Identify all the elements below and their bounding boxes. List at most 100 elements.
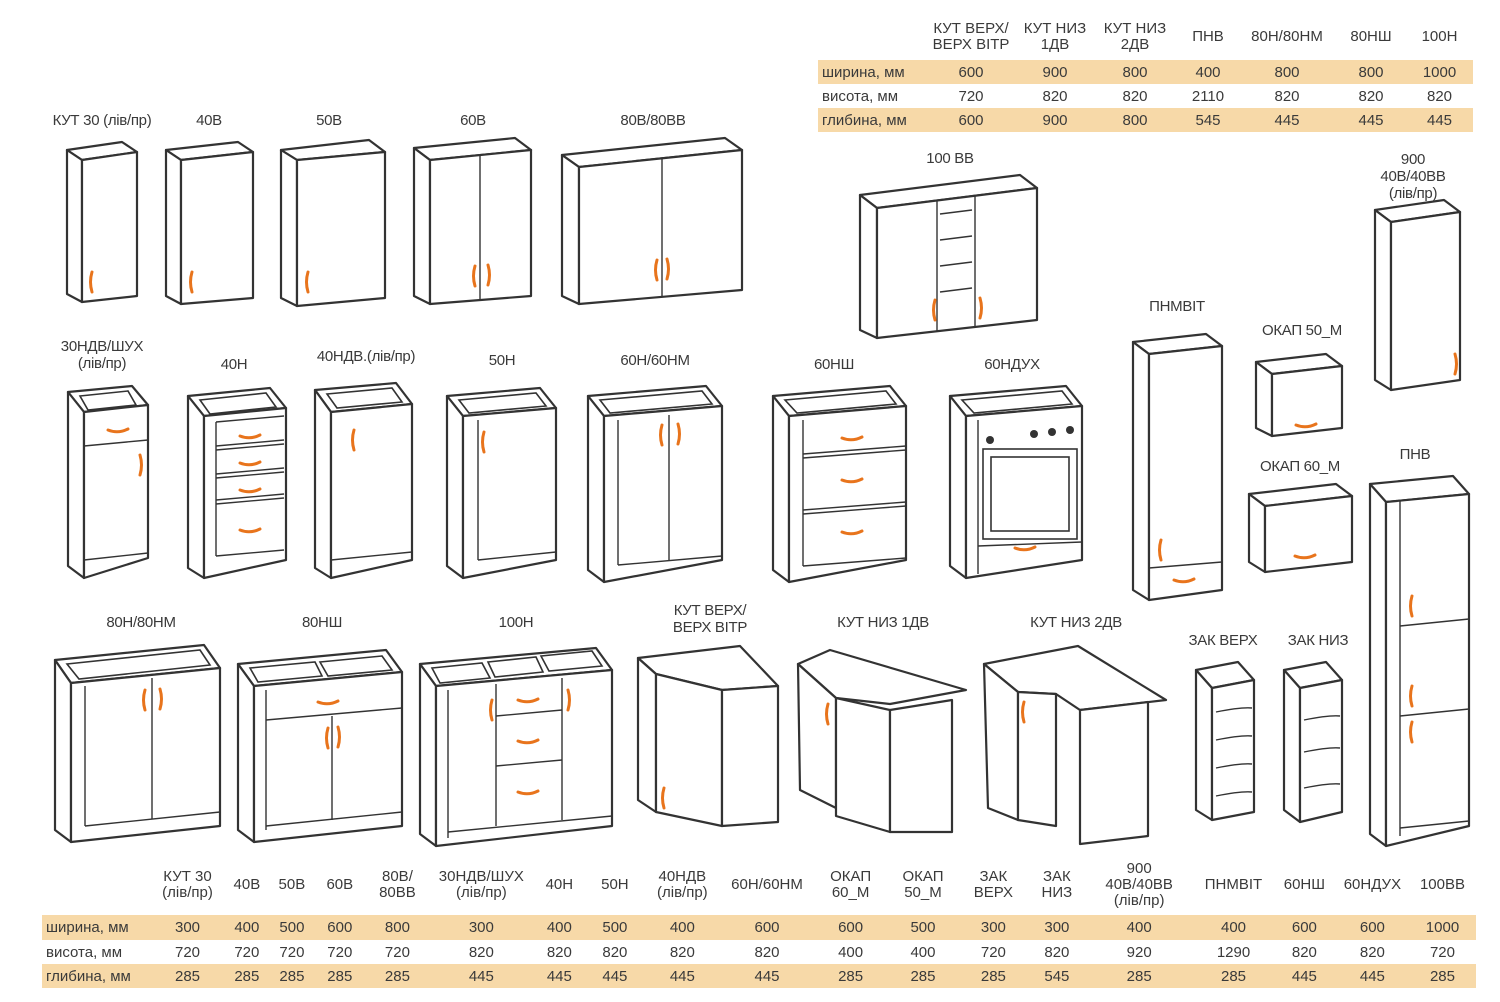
bottom-table-header: 40В bbox=[233, 876, 261, 893]
table-cell: 920 bbox=[1126, 943, 1152, 961]
table-cell: 600 bbox=[812, 915, 889, 940]
row-label: ширина, мм bbox=[818, 60, 924, 84]
label-60nduh: 60НДУХ bbox=[984, 356, 1040, 373]
label-60nsh: 60НШ bbox=[813, 356, 855, 373]
bottom-table-header: 40Н bbox=[545, 876, 574, 893]
cabinet-zakverh bbox=[1194, 660, 1256, 822]
top-spec-table: КУТ ВЕРХ/ ВЕРХ ВІТР КУТ НИЗ 1ДВ КУТ НИЗ … bbox=[818, 13, 1473, 132]
label-kutniz2: КУТ НИЗ 2ДВ bbox=[1030, 614, 1122, 631]
table-cell: 285 bbox=[1084, 964, 1195, 988]
table-cell: 600 bbox=[924, 60, 1018, 84]
table-cell: 820 bbox=[1359, 943, 1385, 961]
bottom-table-row-depth: глибина, мм 285 285 285 285 285 445 445 … bbox=[42, 964, 1476, 988]
table-cell: 300 bbox=[430, 915, 533, 940]
label-80nsh: 80НШ bbox=[301, 614, 343, 631]
label-okap50: ОКАП 50_М bbox=[1261, 322, 1343, 339]
table-cell: 285 bbox=[1408, 964, 1476, 988]
table-cell: 600 bbox=[924, 108, 1018, 132]
table-cell: 820 bbox=[754, 943, 780, 961]
label-zakverh: ЗАК ВЕРХ bbox=[1188, 632, 1258, 649]
row-label: ширина, мм bbox=[42, 915, 150, 940]
label-zakniz: ЗАК НИЗ bbox=[1287, 632, 1349, 649]
table-cell: 400 bbox=[225, 915, 269, 940]
bottom-table-header: 50В bbox=[278, 876, 306, 893]
top-table-header: КУТ ВЕРХ/ ВЕРХ ВІТР bbox=[932, 19, 1010, 53]
table-cell: 285 bbox=[364, 964, 431, 988]
table-cell: 285 bbox=[1194, 964, 1273, 988]
table-cell: 820 bbox=[1358, 87, 1384, 105]
label-50n: 50Н bbox=[488, 352, 516, 369]
bottom-table-row-height: висота, мм 720 720 720 720 720 820 820 8… bbox=[42, 940, 1476, 964]
table-cell: 300 bbox=[1029, 915, 1085, 940]
label-40v: 40В bbox=[196, 112, 222, 129]
table-cell: 400 bbox=[838, 943, 864, 961]
cabinet-pnmvit bbox=[1131, 332, 1224, 602]
cabinet-pnv bbox=[1368, 474, 1471, 848]
table-cell: 445 bbox=[721, 964, 813, 988]
cabinet-kutverh bbox=[636, 644, 780, 828]
top-table-row-width: ширина, мм 600 900 800 400 800 800 1000 bbox=[818, 60, 1473, 84]
top-table-header: 100Н bbox=[1421, 27, 1458, 45]
table-cell: 445 bbox=[1336, 108, 1406, 132]
table-cell: 900 bbox=[1018, 60, 1092, 84]
bottom-table-header: 60В bbox=[326, 876, 354, 893]
table-cell: 720 bbox=[174, 943, 201, 961]
table-cell: 600 bbox=[721, 915, 813, 940]
cabinet-40v bbox=[164, 140, 255, 306]
table-cell: 400 bbox=[1178, 60, 1238, 84]
label-100n: 100Н bbox=[498, 614, 534, 631]
cabinet-60nduh bbox=[948, 384, 1084, 580]
table-cell: 285 bbox=[268, 964, 316, 988]
table-cell: 500 bbox=[268, 915, 316, 940]
cabinet-80v bbox=[560, 136, 744, 306]
top-table-header: ПНВ bbox=[1192, 27, 1224, 45]
table-cell: 720 bbox=[1429, 943, 1455, 961]
table-cell: 400 bbox=[910, 943, 936, 961]
cabinet-kutniz1 bbox=[796, 648, 968, 834]
cabinet-kut30 bbox=[65, 140, 139, 304]
table-cell: 445 bbox=[643, 964, 722, 988]
table-cell: 820 bbox=[468, 943, 494, 961]
table-cell: 445 bbox=[1335, 964, 1409, 988]
bottom-table-header: 60Н/60НМ bbox=[731, 876, 803, 893]
bottom-table-header: 100ВВ bbox=[1419, 876, 1466, 893]
label-80v: 80В/80ВВ bbox=[620, 112, 686, 129]
cabinet-okap50 bbox=[1254, 352, 1344, 438]
row-label: висота, мм bbox=[822, 87, 899, 105]
top-table-header: 80НШ bbox=[1350, 27, 1392, 45]
bottom-table-header: ЗАК НИЗ bbox=[1041, 868, 1073, 901]
cabinet-40n bbox=[186, 386, 288, 580]
bottom-table-header: 60НДУХ bbox=[1343, 876, 1402, 893]
label-pnmvit: ПНМВІТ bbox=[1149, 298, 1205, 315]
label-kut30: КУТ 30 (лів/пр) bbox=[52, 112, 152, 129]
cabinet-40ndv bbox=[313, 381, 414, 580]
table-cell: 500 bbox=[586, 915, 644, 940]
bottom-table-header: 80В/ 80ВВ bbox=[379, 868, 416, 901]
table-cell: 820 bbox=[1426, 87, 1453, 105]
cabinet-50n bbox=[445, 386, 558, 580]
bottom-table-header: 900 40В/40ВВ (лів/пр) bbox=[1105, 860, 1173, 909]
row-label: висота, мм bbox=[46, 943, 123, 961]
table-cell: 400 bbox=[532, 915, 587, 940]
cabinet-kutniz2 bbox=[982, 644, 1168, 846]
table-cell: 545 bbox=[1029, 964, 1085, 988]
table-cell: 820 bbox=[1274, 87, 1300, 105]
bottom-table-header: 30НДВ/ШУХ (лів/пр) bbox=[438, 868, 524, 901]
label-50v: 50В bbox=[316, 112, 342, 129]
table-cell: 720 bbox=[980, 943, 1006, 961]
table-cell: 800 bbox=[1336, 60, 1406, 84]
bottom-table-header: ОКАП 60_М bbox=[830, 868, 872, 901]
table-cell: 2110 bbox=[1191, 87, 1225, 105]
table-cell: 900 bbox=[1018, 108, 1092, 132]
table-cell: 720 bbox=[279, 943, 305, 961]
label-kutniz1: КУТ НИЗ 1ДВ bbox=[837, 614, 929, 631]
label-60v: 60В bbox=[460, 112, 486, 129]
table-cell: 445 bbox=[430, 964, 533, 988]
cabinet-900-40v bbox=[1373, 198, 1462, 392]
table-cell: 600 bbox=[315, 915, 365, 940]
table-cell: 600 bbox=[1272, 915, 1336, 940]
label-okap60: ОКАП 60_М bbox=[1259, 458, 1341, 475]
table-cell: 720 bbox=[384, 943, 410, 961]
table-cell: 445 bbox=[532, 964, 587, 988]
